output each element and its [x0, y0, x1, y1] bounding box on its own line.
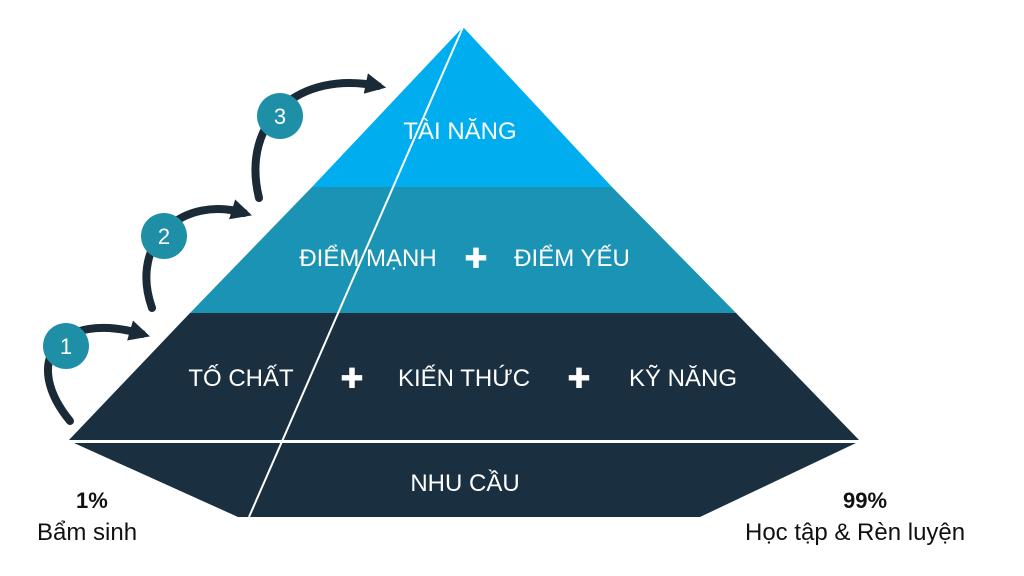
- tier-top-label: TÀI NĂNG: [403, 118, 516, 145]
- left-percent: 1%: [76, 488, 108, 513]
- base-shape: [74, 443, 856, 517]
- tier-middle-left-label: ĐIỂM MẠNH: [299, 244, 436, 272]
- step-1-badge: [43, 323, 89, 369]
- plus-icon: ✚: [567, 363, 590, 394]
- step-2-badge: [141, 213, 187, 259]
- tier-bottom-center-label: KIẾN THỨC: [398, 364, 530, 392]
- tier-bottom-left-label: TỐ CHẤT: [188, 364, 294, 392]
- step-1-number: 1: [60, 334, 72, 359]
- diagonal-line: [248, 26, 464, 518]
- plus-icon: ✚: [340, 363, 363, 394]
- tier-bottom-shape: [68, 313, 860, 441]
- step-3-badge: [257, 93, 303, 139]
- right-percent: 99%: [843, 488, 888, 513]
- step-3-number: 3: [274, 104, 286, 129]
- tier-bottom-right-label: KỸ NĂNG: [629, 365, 737, 392]
- tier-top-shape: [312, 27, 612, 187]
- step-2-number: 2: [158, 224, 170, 249]
- tier-middle-right-label: ĐIỂM YẾU: [514, 244, 630, 272]
- right-caption: Học tập & Rèn luyện: [745, 519, 966, 546]
- left-caption: Bẩm sinh: [37, 519, 138, 546]
- plus-icon: ✚: [464, 243, 487, 274]
- base-label: NHU CẦU: [410, 469, 519, 497]
- tier-middle-shape: [190, 187, 736, 313]
